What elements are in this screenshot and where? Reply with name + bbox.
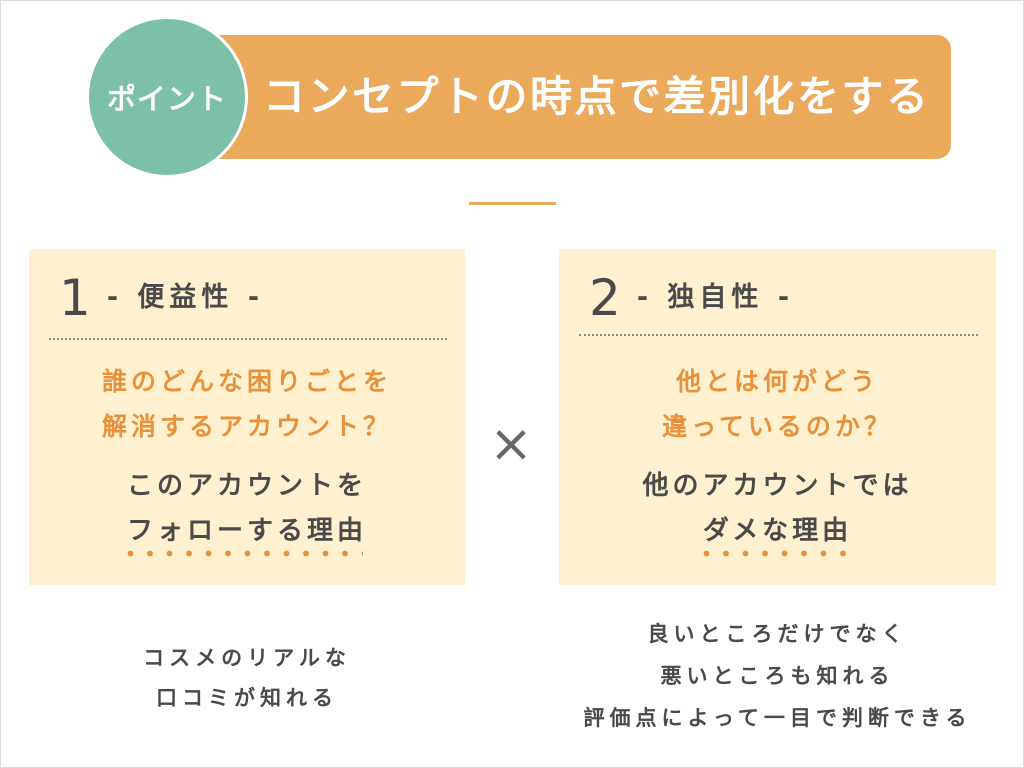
card-answer-line: このアカウントを bbox=[126, 471, 367, 501]
header-divider bbox=[469, 202, 556, 205]
benefit-card: 1 - 便益性 - 誰のどんな困りごとを 解消するアカウント？ このアカウントを… bbox=[29, 249, 465, 585]
card-answer-emphasis: ダメな理由 bbox=[702, 509, 852, 557]
card-answer-line: 他のアカウントでは bbox=[642, 471, 913, 501]
card-question-line: 誰のどんな困りごとを bbox=[101, 367, 392, 396]
card-number: 2 bbox=[589, 269, 621, 327]
card-heading: - 独自性 - bbox=[636, 282, 795, 313]
card-question-line: 違っているのか？ bbox=[662, 412, 893, 441]
point-badge-label: ポイント bbox=[106, 82, 227, 116]
card-question: 誰のどんな困りごとを 解消するアカウント？ bbox=[29, 359, 465, 449]
header-banner bbox=[206, 35, 951, 159]
card-answer-line: フォローする理由 bbox=[29, 509, 465, 557]
example-caption-line: 悪いところも知れる bbox=[660, 664, 895, 688]
header-title: コンセプトの時点で差別化をする bbox=[263, 72, 931, 121]
card-question: 他とは何がどう 違っているのか？ bbox=[559, 359, 996, 449]
example-caption-line: コスメのリアルな bbox=[143, 646, 351, 670]
example-caption: コスメのリアルな 口コミが知れる bbox=[29, 638, 465, 718]
card-heading: - 便益性 - bbox=[106, 282, 265, 313]
card-answer-line: ダメな理由 bbox=[559, 509, 996, 557]
card-question-line: 解消するアカウント？ bbox=[101, 412, 392, 441]
card-divider bbox=[49, 338, 447, 340]
example-caption-line: 良いところだけでなく bbox=[647, 622, 908, 646]
card-answer: このアカウントを フォローする理由 bbox=[29, 464, 465, 557]
example-caption: 良いところだけでなく 悪いところも知れる 評価点によって一目で判断できる bbox=[559, 613, 996, 739]
card-divider bbox=[579, 334, 978, 336]
point-badge: ポイント bbox=[86, 16, 248, 178]
uniqueness-card: 2 - 独自性 - 他とは何がどう 違っているのか？ 他のアカウントでは ダメな… bbox=[559, 249, 996, 585]
card-number: 1 bbox=[59, 269, 91, 327]
example-caption-line: 評価点によって一目で判断できる bbox=[583, 706, 972, 730]
card-answer: 他のアカウントでは ダメな理由 bbox=[559, 464, 996, 557]
card-title: 1 - 便益性 - bbox=[59, 271, 264, 325]
card-answer-emphasis: フォローする理由 bbox=[126, 509, 367, 557]
card-title: 2 - 独自性 - bbox=[589, 271, 794, 325]
multiply-sign: × bbox=[489, 414, 533, 474]
example-caption-line: 口コミが知れる bbox=[156, 686, 338, 710]
card-question-line: 他とは何がどう bbox=[675, 367, 879, 396]
